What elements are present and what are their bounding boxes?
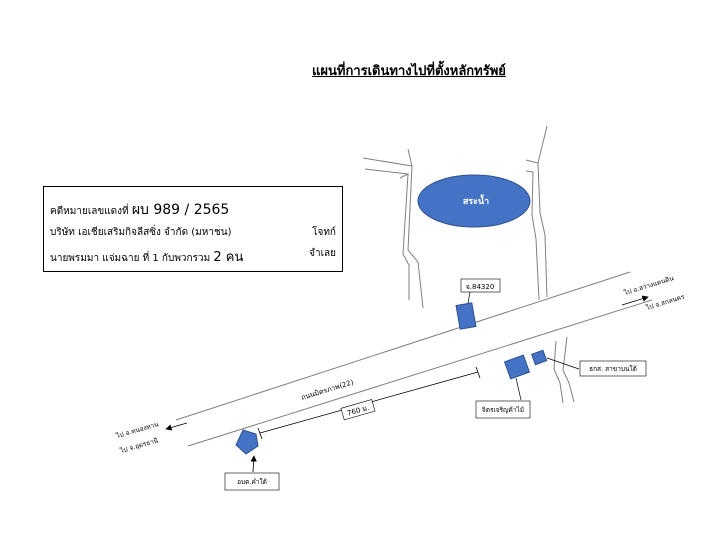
defendant-role: จำเลย [309,248,336,259]
case-number-line: คดีหมายเลขแดงที่ ผบ 989 / 2565 [50,199,229,221]
main-road [175,271,653,447]
bank-pointer [546,357,580,370]
case-number: ผบ 989 / 2565 [131,202,230,218]
distance-label-box: 760 ม. [340,399,376,421]
bank-label: ธกส. สาขาบนใต้ [589,365,637,373]
sao-office-pointer [250,455,257,473]
lumber-shop-label: จิตรเจริญค้าไม้ [482,406,524,414]
pond-label: สระน้ำ [463,194,489,207]
direction-right-1: ไป อ.สว่างแดนดิน [622,274,675,297]
lumber-shop-marker [503,354,531,380]
direction-right-2: ไป จ.สกลนคร [644,293,686,313]
sao-office-label-box [224,472,280,491]
direction-left-2: ไป จ.อุดรธานี [118,436,159,455]
sao-office-label: อบต.คำใต้ [237,478,267,486]
bank-label-box [579,360,647,377]
sao-office-marker [235,429,259,455]
lumber-shop-pointer [515,377,522,401]
lumber-shop-label-box [475,400,531,419]
pond-shape [417,174,531,228]
case-info-box: คดีหมายเลขแดงที่ ผบ 989 / 2565 บริษัท เอ… [43,186,343,272]
property-marker [455,302,477,330]
map-title: แผนที่การเดินทางไปที่ตั้งหลักทรัพย์ [312,64,506,79]
road-label: ถนนมิตรภาพ(22) [300,378,354,402]
property-label: จ.84320 [466,283,495,291]
property-label-box [460,278,501,293]
plaintiff-role: โจทก์ [312,227,336,238]
direction-left-1-arrow [165,422,188,431]
defendant-name: นายพรมมา แจ่มฉาย ที่ 1 กับพวกรวม [50,253,211,264]
plaintiff-name: บริษัท เอเชียเสริมกิจลีสซิ่ง จำกัด (มหาช… [50,227,232,238]
defendant-count: 2 คน [213,250,244,265]
bank-marker [531,349,548,366]
side-roads [362,125,575,404]
direction-right-arrow [621,295,649,306]
property-pointer [467,291,471,304]
case-prefix: คดีหมายเลขแดงที่ [50,206,129,217]
defendant-line: นายพรมมา แจ่มฉาย ที่ 1 กับพวกรวม 2 คน [50,246,243,267]
